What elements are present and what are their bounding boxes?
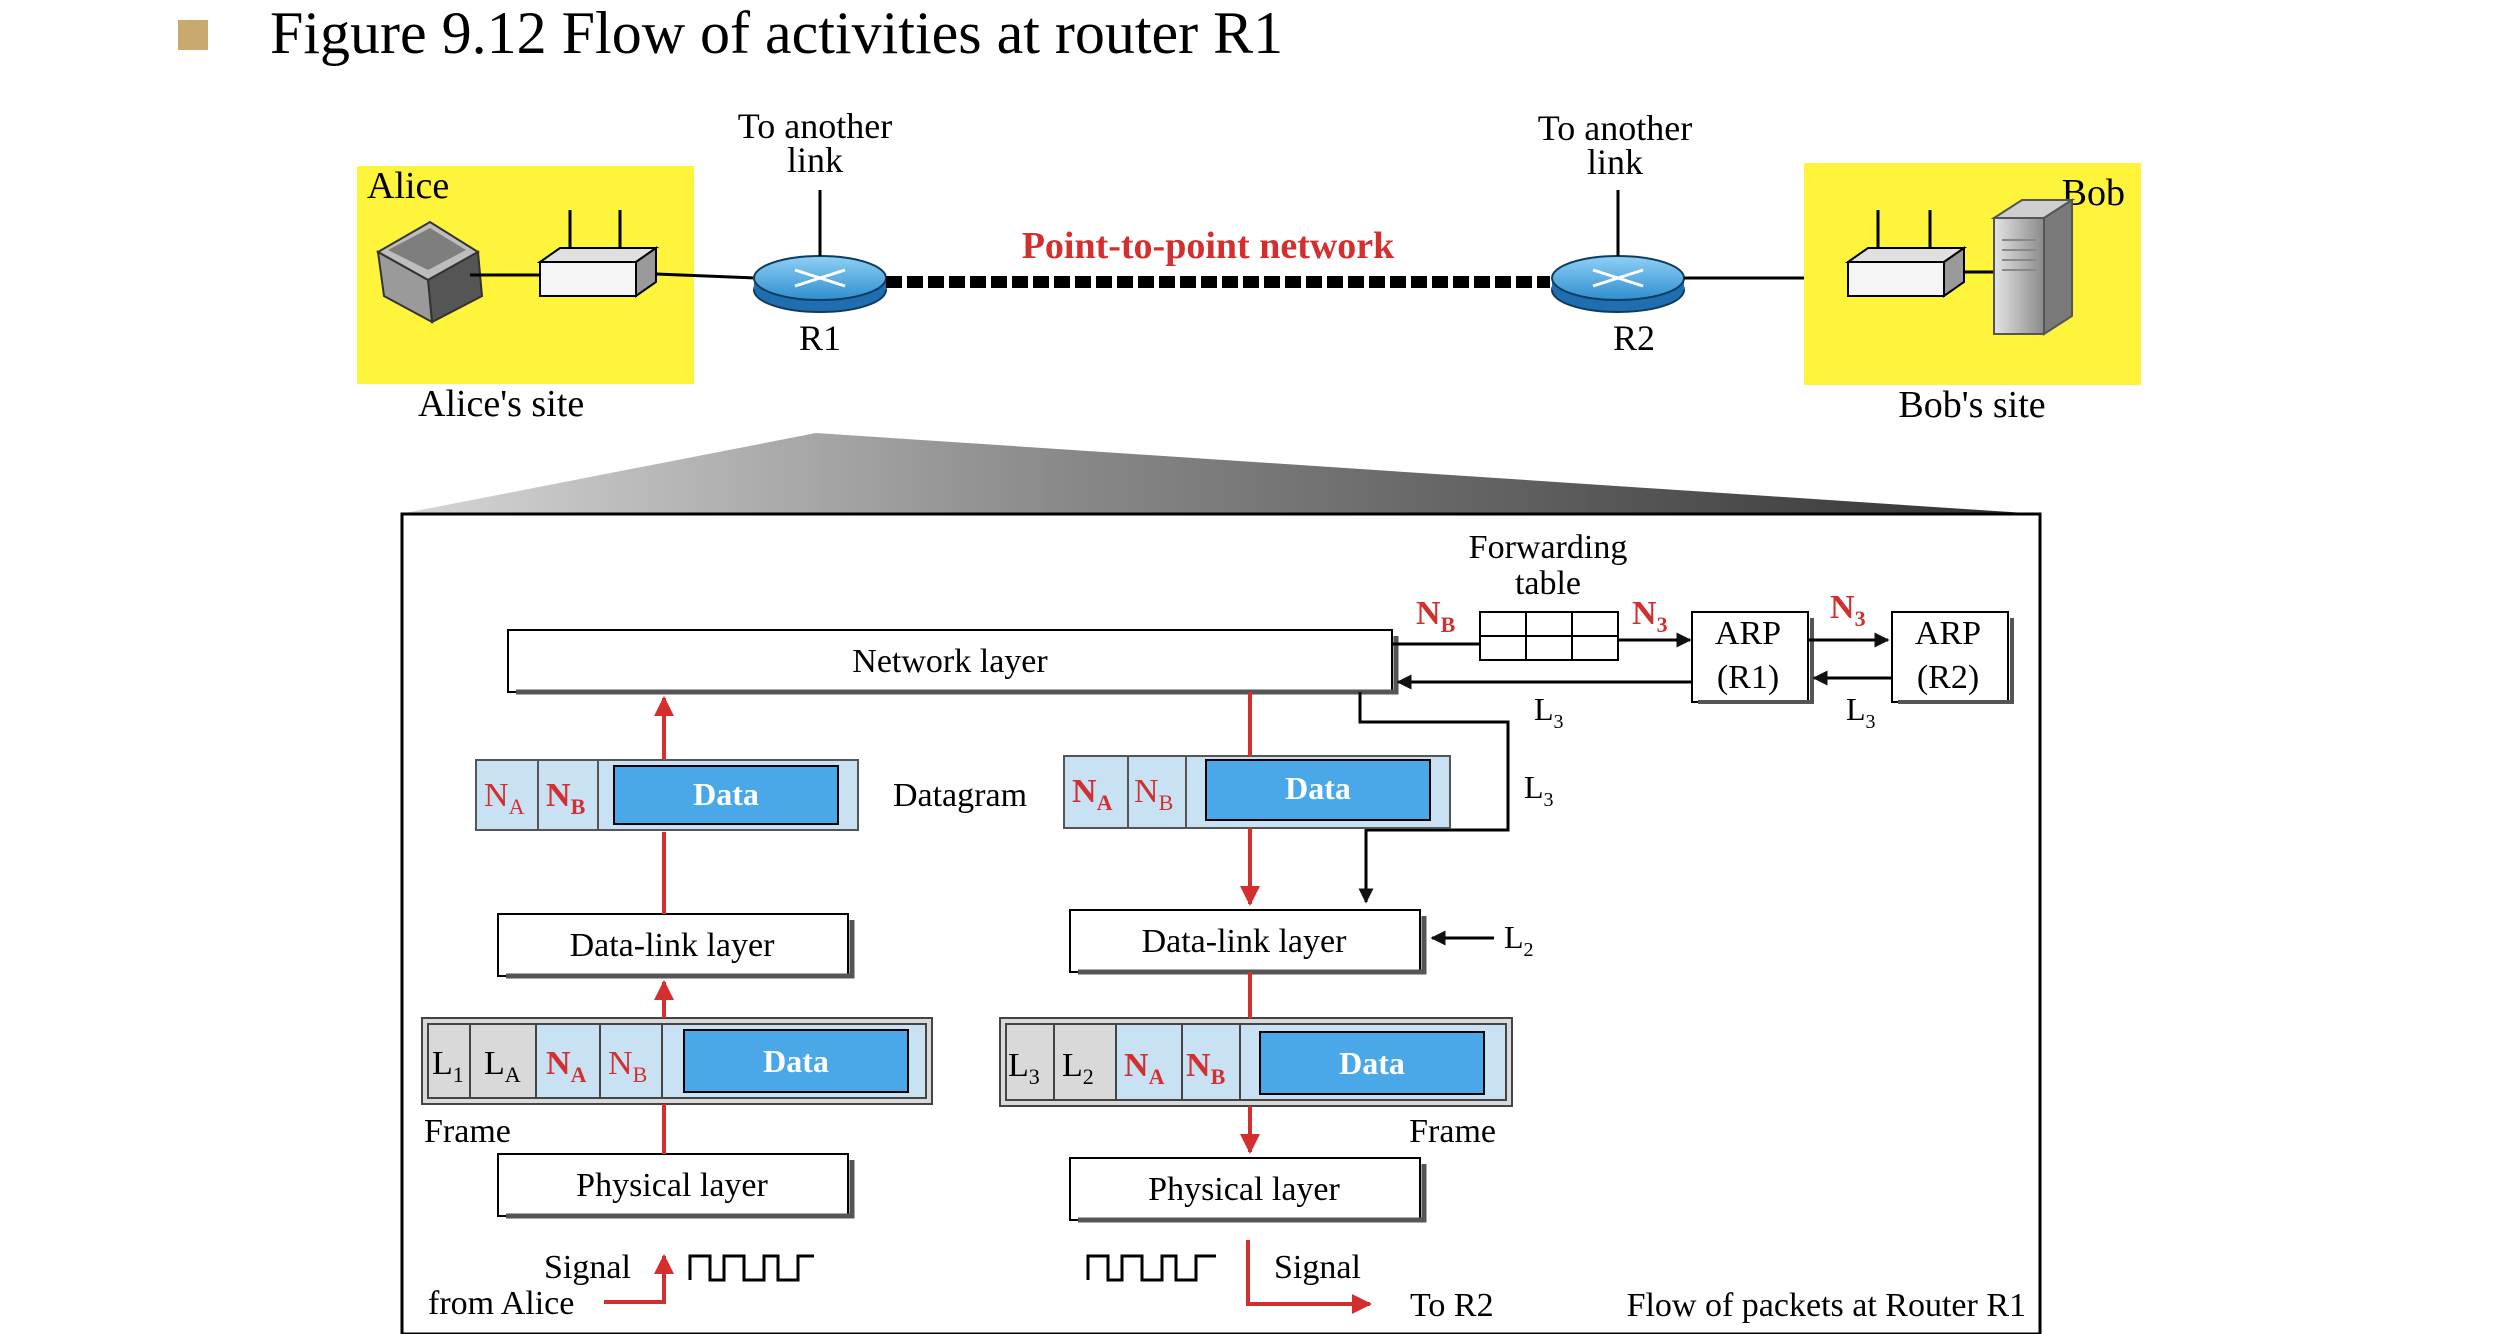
r1-another-link-line2: link — [787, 140, 843, 180]
left-datagram-nb: NB — [546, 777, 586, 819]
right-physical-layer — [1069, 1157, 1421, 1221]
r1-label: R1 — [799, 318, 841, 358]
network-label: Point-to-point network — [1022, 225, 1395, 267]
left-frame-la: LA — [484, 1045, 521, 1087]
right-frame-na: NA — [1124, 1047, 1165, 1089]
router-r2-icon — [1551, 255, 1685, 313]
arp-r2-label1: ARP — [1915, 615, 1981, 652]
from-alice-label: from Alice — [428, 1285, 574, 1322]
network-layer-box — [507, 629, 1393, 693]
alice-access-point-icon — [536, 210, 660, 298]
right-frame-label: Frame — [1409, 1113, 1496, 1150]
network-layer-label: Network layer — [852, 643, 1048, 680]
right-frame-nb: NB — [1186, 1047, 1226, 1089]
alice-label: Alice — [367, 165, 449, 207]
left-datalink-layer — [497, 913, 849, 977]
datagram-label: Datagram — [893, 777, 1027, 814]
right-datagram-na: NA — [1072, 773, 1113, 815]
l2-label: L2 — [1504, 919, 1534, 961]
right-signal-label: Signal — [1274, 1249, 1361, 1286]
zoom-wedge — [400, 433, 2040, 514]
left-signal-wave-icon — [688, 1254, 814, 1282]
topology: Alice Alice's site To another — [357, 106, 2141, 426]
arp-r2-label2: (R2) — [1917, 659, 1979, 696]
forwarding-table-label2: table — [1515, 565, 1581, 602]
title-bullet — [178, 20, 208, 50]
to-r2-label: To R2 — [1410, 1287, 1494, 1324]
left-frame-l1: L1 — [432, 1045, 464, 1087]
left-frame-na: NA — [546, 1045, 587, 1087]
right-signal-wave-icon — [1086, 1254, 1216, 1282]
r1-another-link-line1: To another — [738, 106, 892, 146]
right-datagram-nb: NB — [1134, 773, 1173, 815]
left-frame-label: Frame — [424, 1113, 511, 1150]
left-datagram-data: Data — [693, 776, 759, 812]
laptop-icon — [375, 220, 484, 324]
server-icon — [1990, 198, 2076, 336]
arp-r1-label2: (R1) — [1717, 659, 1779, 696]
n3-from-table-label: N3 — [1632, 595, 1668, 637]
left-signal-label: Signal — [544, 1249, 631, 1286]
left-datagram-na: NA — [484, 777, 525, 819]
outgoing-signal-arrow — [1246, 1240, 1372, 1314]
left-physical-layer — [497, 1153, 849, 1217]
l3-to-datalink-path — [1358, 692, 1510, 904]
n3-to-arp-label: N3 — [1830, 589, 1866, 631]
bob-site-label: Bob's site — [1898, 384, 2045, 426]
router-r1-icon — [753, 255, 887, 313]
right-frame-l3: L3 — [1008, 1047, 1040, 1089]
nb-to-table-label: NB — [1416, 595, 1456, 637]
l3-to-network-layer-label: L3 — [1534, 691, 1564, 733]
l3-to-datalink-label: L3 — [1524, 769, 1554, 811]
forwarding-table-label1: Forwarding — [1469, 529, 1628, 566]
alice-site-label: Alice's site — [418, 383, 584, 425]
l3-from-arp-r2-label: L3 — [1846, 691, 1876, 733]
r2-another-link-line1: To another — [1538, 108, 1692, 148]
left-datalink-label: Data-link layer — [570, 927, 776, 964]
left-physical-label: Physical layer — [576, 1167, 768, 1204]
page-title: Figure 9.12 Flow of activities at router… — [270, 0, 1283, 66]
flow-caption: Flow of packets at Router R1 — [1627, 1287, 2026, 1324]
right-physical-label: Physical layer — [1148, 1171, 1340, 1208]
arp-r1-label1: ARP — [1715, 615, 1781, 652]
r2-another-link-line2: link — [1587, 142, 1643, 182]
r2-label: R2 — [1613, 318, 1655, 358]
left-frame-data: Data — [763, 1043, 829, 1079]
left-frame-nb: NB — [608, 1045, 647, 1087]
forwarding-table — [1479, 611, 1619, 661]
arp-r1-box — [1691, 611, 1809, 703]
right-frame-data: Data — [1339, 1045, 1405, 1081]
right-frame-l2: L2 — [1062, 1047, 1094, 1089]
arp-r2-box — [1891, 611, 2009, 703]
right-datalink-layer — [1069, 909, 1421, 973]
incoming-signal-arrow — [604, 1254, 674, 1304]
right-datalink-label: Data-link layer — [1142, 923, 1348, 960]
bob-access-point-icon — [1844, 210, 1968, 298]
right-datagram-data: Data — [1285, 770, 1351, 806]
